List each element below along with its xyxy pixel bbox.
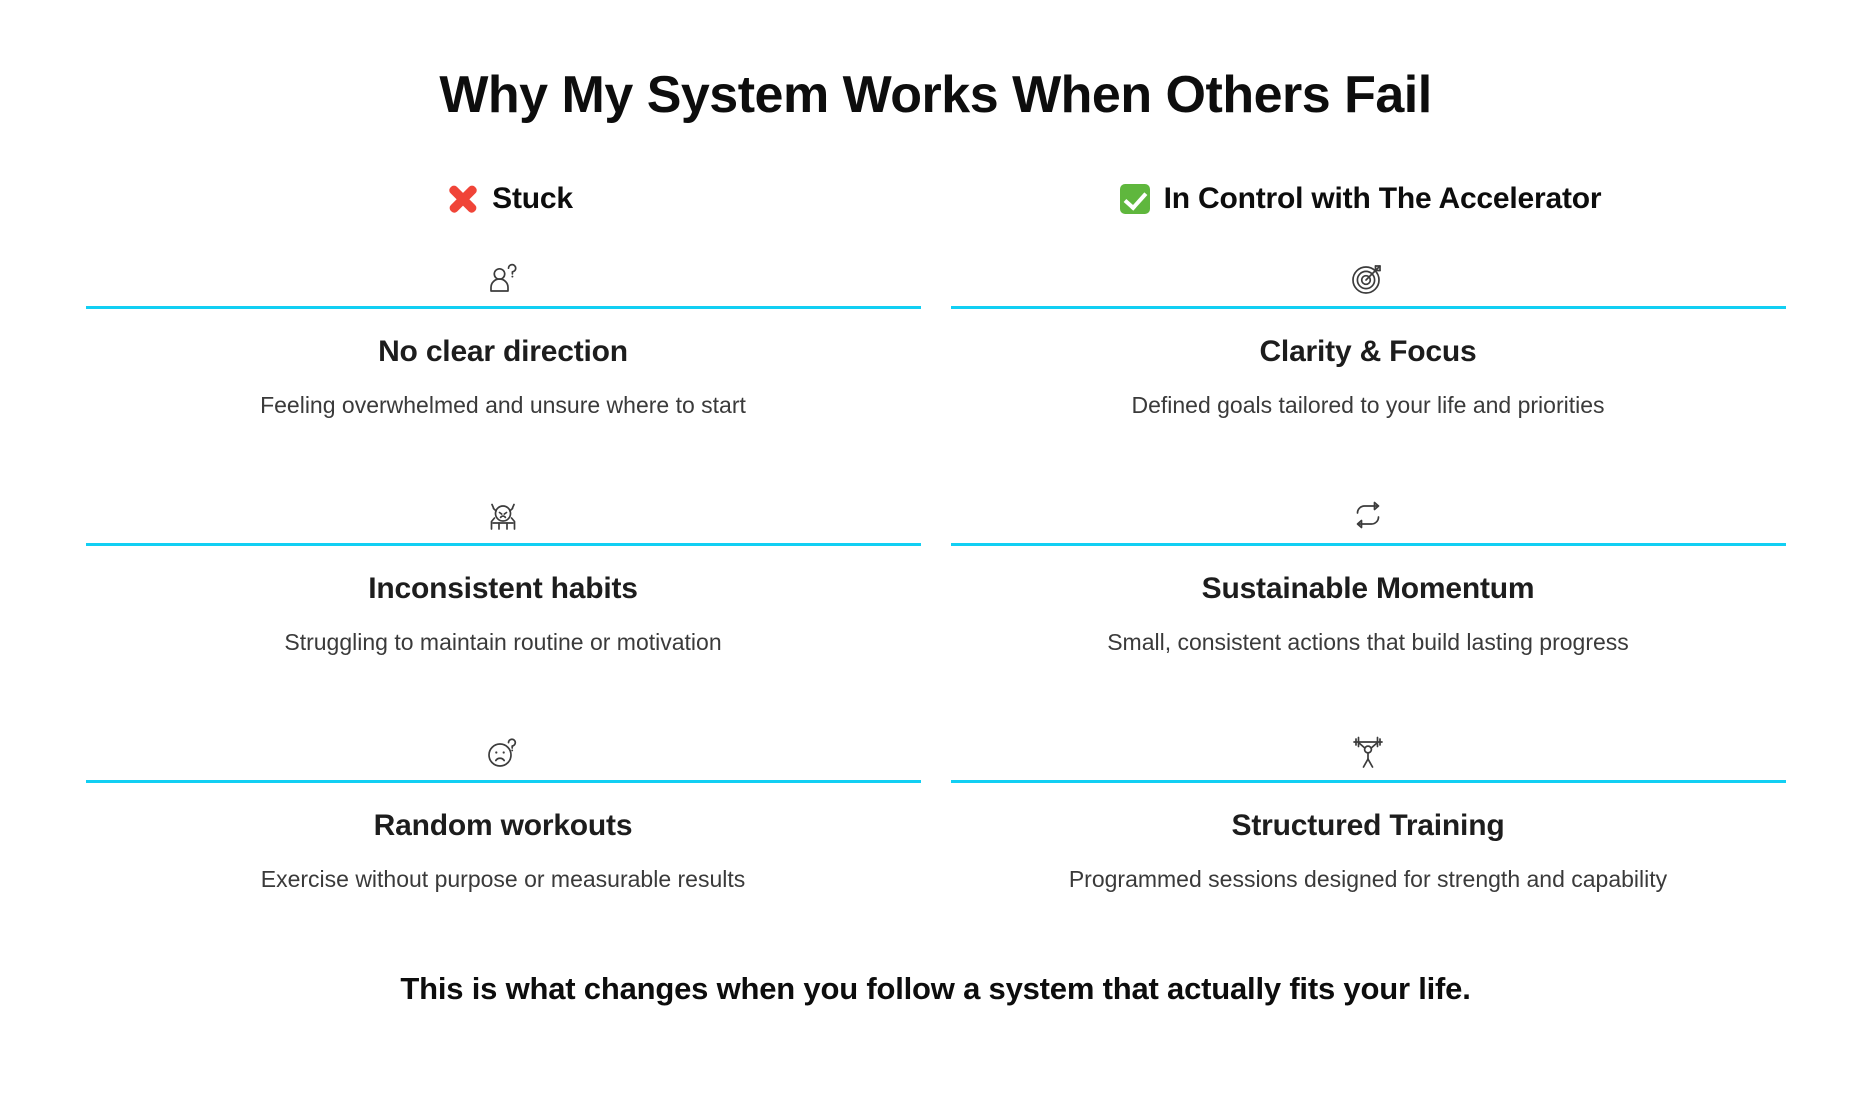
cell-divider — [85, 780, 921, 784]
cell-stuck-random-workouts: Random workouts Exercise without purpose… — [85, 716, 921, 895]
repeat-cycle-arrows-icon — [1345, 489, 1391, 541]
stressed-person-icon — [480, 489, 526, 541]
comparison-row: No clear direction Feeling overwhelmed a… — [85, 242, 1786, 421]
cell-description: Feeling overwhelmed and unsure where to … — [260, 392, 746, 419]
column-header-in-control: In Control with The Accelerator — [936, 182, 1786, 216]
cell-stuck-no-clear-direction: No clear direction Feeling overwhelmed a… — [85, 242, 921, 421]
row-spacer — [86, 421, 1786, 479]
cell-title: Random workouts — [373, 809, 633, 843]
cell-divider — [950, 780, 1786, 784]
column-header-stuck: Stuck — [86, 182, 936, 216]
check-mark-button-emoji-icon — [1119, 184, 1150, 215]
comparison-row: Inconsistent habits Struggling to mainta… — [85, 479, 1786, 658]
footer-note: This is what changes when you follow a s… — [400, 971, 1471, 1007]
cell-divider — [950, 543, 1786, 547]
cell-divider — [85, 306, 921, 310]
cell-title: No clear direction — [378, 335, 628, 369]
cell-title: Inconsistent habits — [368, 572, 638, 606]
cell-divider — [950, 306, 1786, 310]
comparison-grid: No clear direction Feeling overwhelmed a… — [85, 216, 1786, 895]
cell-title: Clarity & Focus — [1259, 335, 1477, 369]
column-header-in-control-label: In Control with The Accelerator — [1163, 182, 1602, 216]
cell-description: Programmed sessions designed for strengt… — [1068, 866, 1668, 893]
cell-description: Struggling to maintain routine or motiva… — [284, 629, 722, 656]
column-headers: Stuck In Control with The Accelerator — [86, 182, 1786, 216]
row-spacer — [86, 658, 1786, 716]
cell-title: Structured Training — [1231, 809, 1505, 843]
column-header-stuck-label: Stuck — [492, 182, 573, 216]
page-title: Why My System Works When Others Fail — [439, 66, 1432, 124]
cell-title: Sustainable Momentum — [1201, 572, 1535, 606]
cell-description: Exercise without purpose or measurable r… — [260, 866, 746, 893]
confused-face-question-icon — [480, 726, 526, 778]
cell-control-structured-training: Structured Training Programmed sessions … — [950, 716, 1786, 895]
cell-description: Defined goals tailored to your life and … — [1131, 392, 1605, 419]
cell-control-sustainable-momentum: Sustainable Momentum Small, consistent a… — [950, 479, 1786, 658]
cell-description: Small, consistent actions that build las… — [1107, 629, 1629, 656]
comparison-row: Random workouts Exercise without purpose… — [85, 716, 1786, 895]
weightlifter-icon — [1345, 726, 1391, 778]
cell-control-clarity-focus: Clarity & Focus Defined goals tailored t… — [950, 242, 1786, 421]
person-with-question-mark-icon — [480, 252, 526, 304]
cell-divider — [85, 543, 921, 547]
cell-stuck-inconsistent-habits: Inconsistent habits Struggling to mainta… — [85, 479, 921, 658]
cross-mark-emoji-icon — [448, 184, 478, 214]
target-dart-icon — [1345, 252, 1391, 304]
